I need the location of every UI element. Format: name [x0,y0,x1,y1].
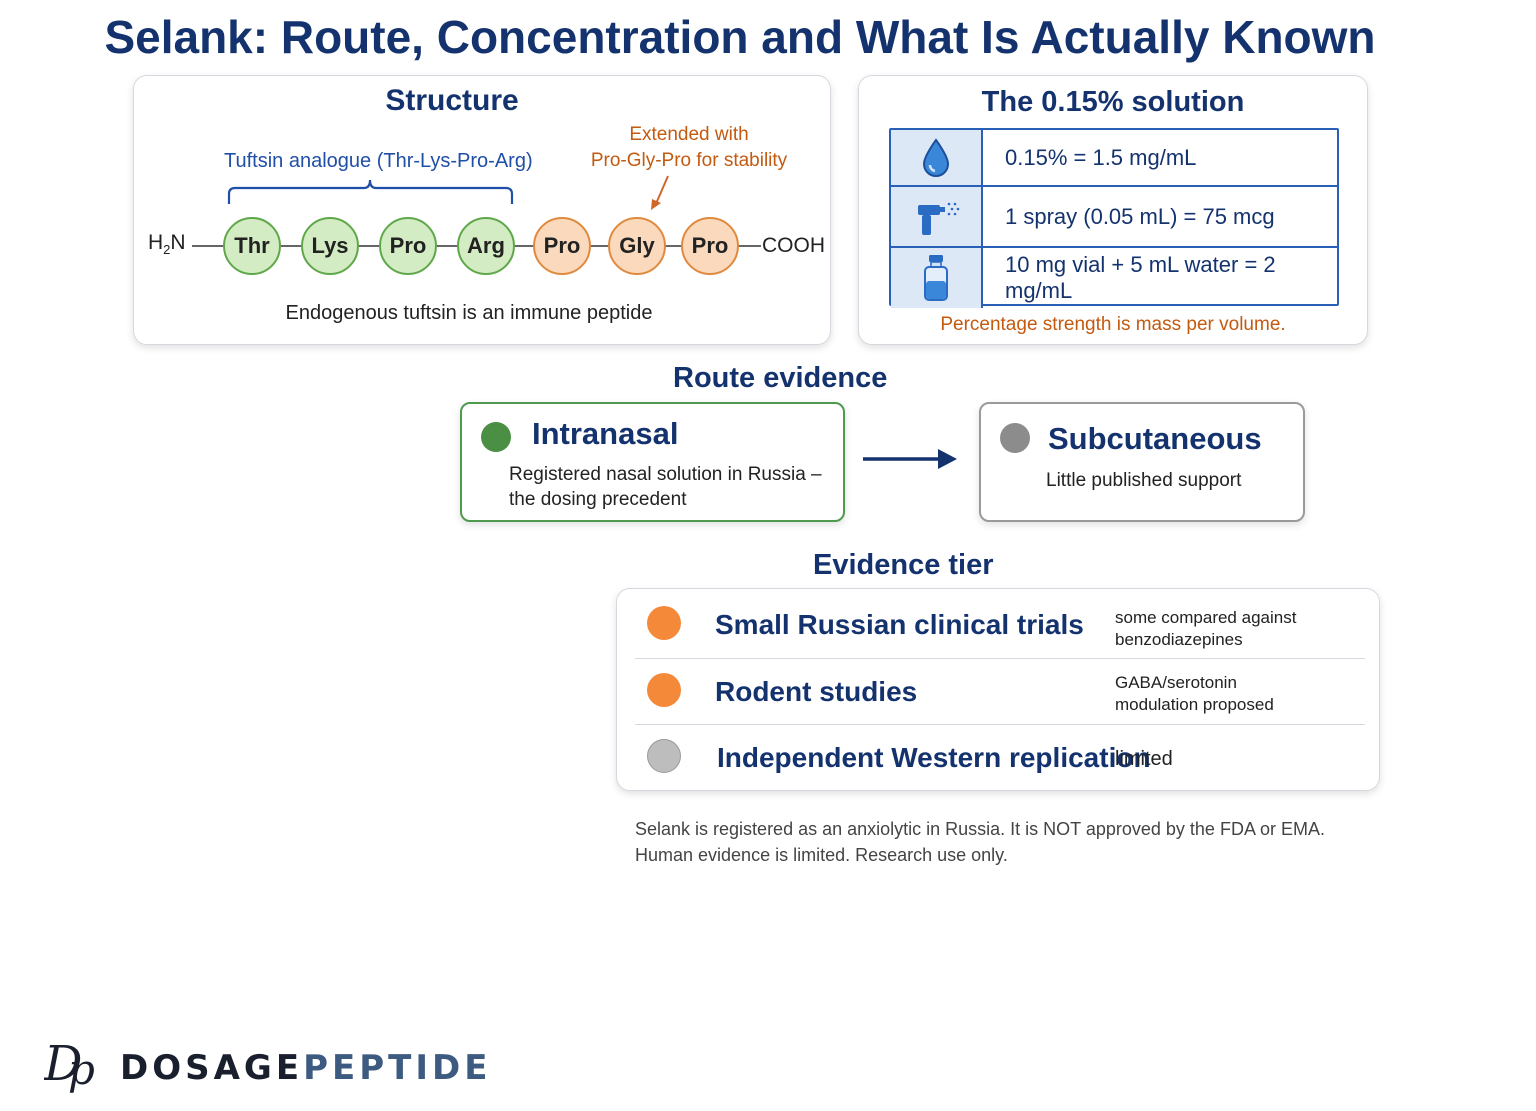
tier-name: Independent Western replication [717,742,1151,773]
intranasal-description: Registered nasal solution in Russia – th… [509,462,822,512]
subcutaneous-card: Subcutaneous Little published support [979,402,1305,522]
residue-circle [457,217,515,275]
tier-note-line1: some compared against [1115,608,1297,627]
tier-row: Rodent studies GABA/serotonin modulation… [635,659,1365,725]
subcutaneous-description: Little published support [1046,470,1242,491]
n-terminus-h: H [148,231,164,254]
residue-label: Gly [619,233,655,258]
residue-label: Lys [311,233,349,258]
orange-tier-dot [647,606,681,640]
solution-row: 10 mg vial + 5 mL water = 2 mg/mL [891,248,1337,308]
extension-label-line2: Pro-Gly-Pro for stability [590,150,788,171]
c-terminus-label: COOH [762,234,825,257]
residue-circle [533,217,591,275]
tuftsin-analogue-label: Tuftsin analogue (Thr-Lys-Pro-Arg) [224,150,533,172]
intranasal-title: Intranasal [532,416,679,451]
brand-logo-text-b: PEPTIDE [303,1048,492,1088]
nasal-spray-icon [891,187,983,246]
page-title: Selank: Route, Concentration and What Is… [104,11,1376,63]
residue-circle [379,217,437,275]
tier-row: Small Russian clinical trials some compa… [635,593,1365,659]
solution-row: 0.15% = 1.5 mg/mL [891,130,1337,187]
svg-text:D: D [44,1038,82,1092]
solution-row-text: 1 spray (0.05 mL) = 75 mcg [1005,203,1275,229]
n-terminus-label: H2N [148,231,186,257]
structure-panel: Structure Tuftsin analogue (Thr-Lys-Pro-… [133,75,831,345]
tier-note-line2: modulation proposed [1115,695,1274,714]
structure-heading: Structure [385,84,519,117]
intranasal-desc-line1: Registered nasal solution in Russia – [509,464,822,485]
solution-row: 1 spray (0.05 mL) = 75 mcg [891,187,1337,248]
evidence-tier-heading: Evidence tier [813,549,994,581]
n-terminus-n: N [170,231,186,254]
solution-row-text: 0.15% = 1.5 mg/mL [1005,144,1197,170]
intranasal-desc-line2: the dosing precedent [509,489,687,510]
solution-panel: The 0.15% solution 0.15% = 1.5 mg/mL 1 s… [858,75,1368,345]
disclaimer-line2: Human evidence is limited. Research use … [635,845,1008,865]
svg-text:p: p [68,1045,95,1094]
extension-label-line1: Extended with [629,124,749,145]
subcutaneous-title: Subcutaneous [1048,421,1262,456]
disclaimer-line1: Selank is registered as an anxiolytic in… [635,819,1325,839]
green-status-dot [481,422,511,452]
n-terminus-subscript: 2 [163,242,171,258]
tuftsin-bracket [227,179,514,204]
tier-name: Small Russian clinical trials [715,609,1084,640]
structure-note: Endogenous tuftsin is an immune peptide [285,302,653,324]
solution-note: Percentage strength is mass per volume. [940,314,1286,335]
tier-row: Independent Western replication limited [635,725,1365,791]
route-evidence-heading: Route evidence [673,362,888,394]
intranasal-card: Intranasal Registered nasal solution in … [460,402,845,522]
route-arrow-icon [863,449,957,469]
residue-label: Pro [389,233,427,258]
residue-circle [301,217,359,275]
brand-logo-text: DOSAGEPEPTIDE [120,1048,491,1088]
extension-arrow [654,175,669,207]
residue-label: Arg [467,233,505,258]
residue-circle [681,217,739,275]
droplet-icon [891,130,983,185]
evidence-tier-panel: Small Russian clinical trials some compa… [616,588,1380,791]
tier-name: Rodent studies [715,676,918,707]
extension-label: Extended with Pro-Gly-Pro for stability [589,122,789,174]
grey-status-dot [1000,423,1030,453]
brand-logo-text-a: DOSAGE [120,1048,304,1088]
residue-label: Pro [543,233,581,258]
residue-label: Thr [234,233,270,258]
solution-table: 0.15% = 1.5 mg/mL 1 spray (0.05 mL) = 75… [889,128,1339,308]
residue-circle [223,217,281,275]
orange-tier-dot [647,673,681,707]
tier-note-line1: GABA/serotonin [1115,673,1237,692]
tier-note-line2: benzodiazepines [1115,630,1243,649]
peptide-chain-diagram [192,175,761,275]
solution-row-text: 10 mg vial + 5 mL water = 2 mg/mL [1005,252,1276,303]
extension-arrow-head [651,199,661,210]
residue-label: Pro [691,233,729,258]
tier-note: some compared against benzodiazepines [1115,607,1296,651]
grey-tier-dot [647,739,681,773]
tier-note: limited [1115,748,1173,770]
tier-note: GABA/serotonin modulation proposed [1115,672,1274,716]
disclaimer: Selank is registered as an anxiolytic in… [635,816,1325,868]
brand-logo-mark: D p [43,1036,108,1101]
vial-icon [891,248,983,308]
solution-heading: The 0.15% solution [981,86,1245,118]
residue-circle [608,217,666,275]
